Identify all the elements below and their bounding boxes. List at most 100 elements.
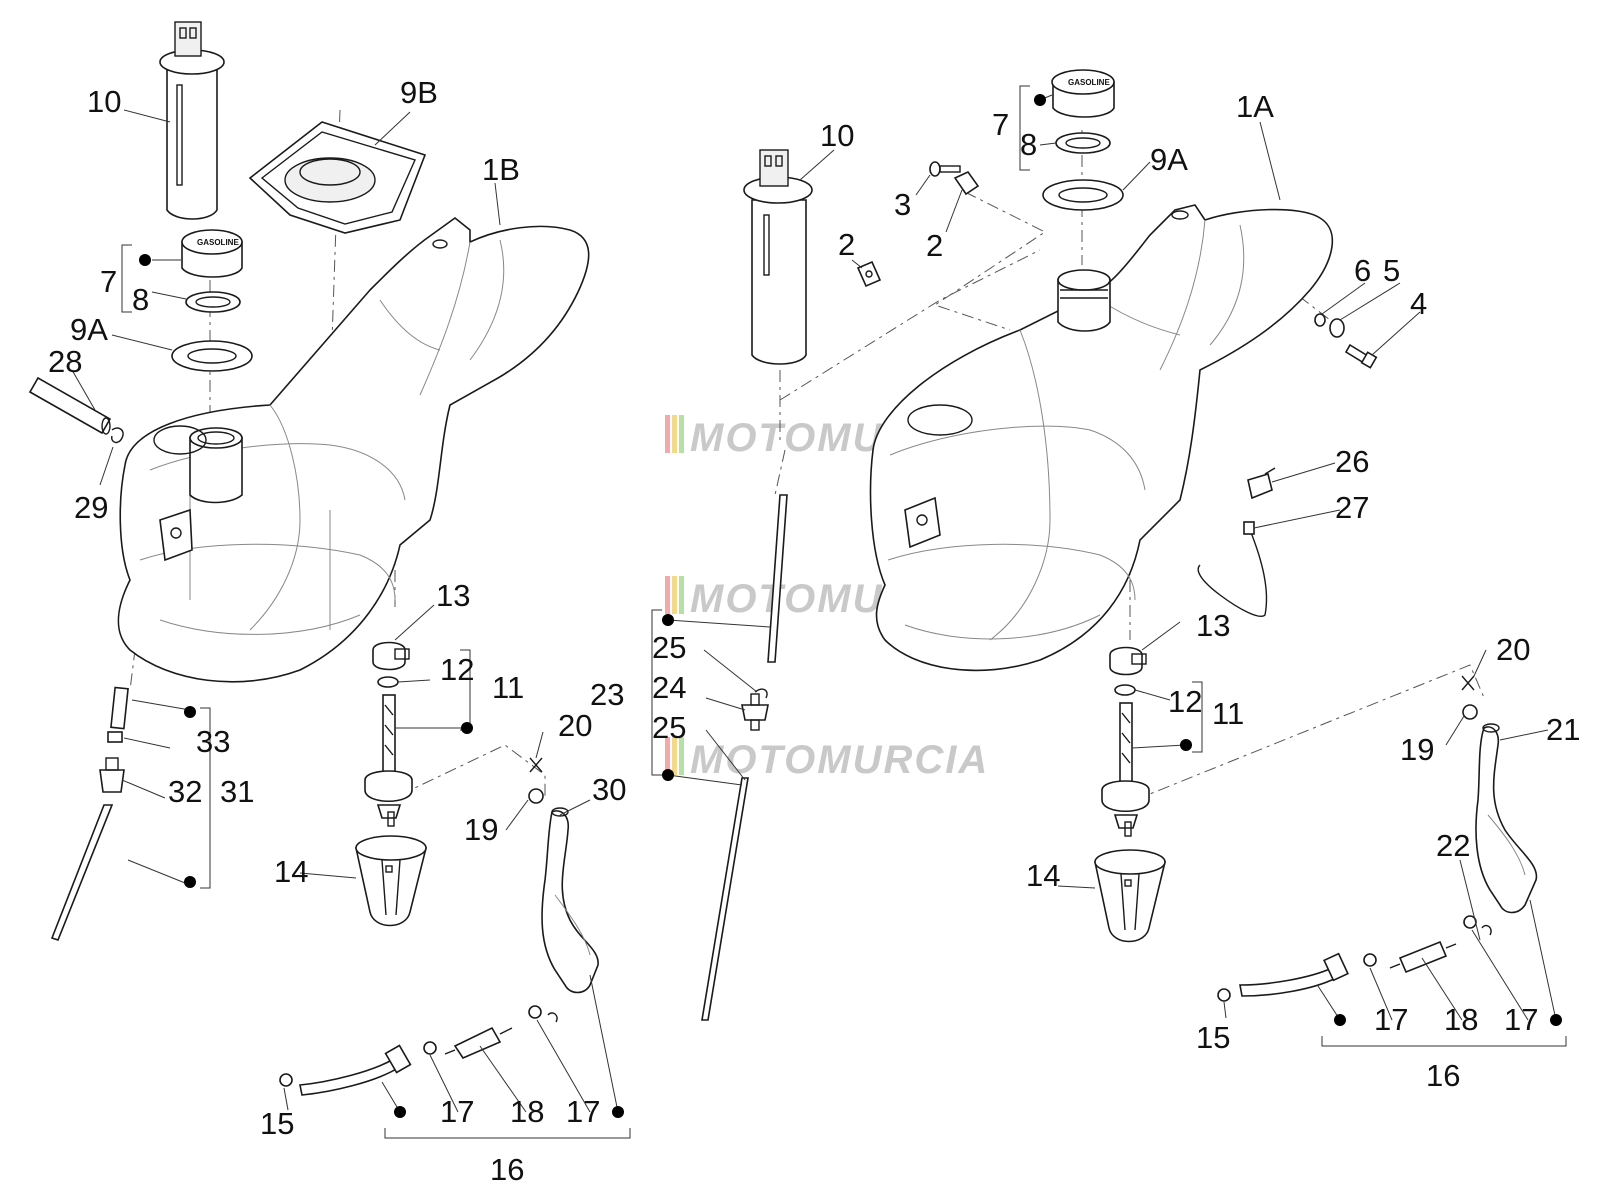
- tank-filler-threads: [1060, 289, 1108, 299]
- label-2: 2: [926, 228, 943, 263]
- label-17: 17: [1504, 1002, 1538, 1037]
- label-13: 13: [436, 578, 470, 613]
- gasket-outer: [1055, 132, 1111, 154]
- tank-contour: [887, 543, 1136, 601]
- left-assembly: GASOLINE: [28, 21, 631, 1187]
- label-10: 10: [87, 84, 121, 119]
- pump-stem: [1119, 702, 1133, 784]
- cap-top: [181, 229, 243, 255]
- cable-tie-27: [1197, 521, 1268, 617]
- o-ring-12-right: [1114, 684, 1136, 696]
- watermark-bottom: MOTOMURCIA: [665, 737, 987, 782]
- marker-dot: [184, 706, 196, 718]
- label-30: 30: [592, 772, 626, 807]
- marker-dot: [461, 722, 473, 734]
- tray-well-opening: [299, 158, 361, 186]
- sender-tube: [166, 69, 218, 220]
- clip-19: [528, 788, 544, 804]
- pump-nozzle: [1124, 821, 1132, 837]
- tank-contour: [904, 614, 1101, 640]
- filter-nipples: [444, 1027, 513, 1055]
- tank-bracket-hole: [916, 514, 928, 526]
- clip-15: [279, 1073, 293, 1087]
- clip-ring: [528, 788, 544, 804]
- tie-strap: [1197, 529, 1268, 617]
- label-20: 20: [1496, 632, 1530, 667]
- hose-end: [1482, 723, 1500, 733]
- hose-lower: [701, 777, 749, 1021]
- sender-pin: [189, 27, 197, 39]
- pump-stem: [382, 694, 396, 776]
- label-26: 26: [1335, 444, 1369, 479]
- clip-15: [1217, 988, 1231, 1002]
- tank-body: [869, 204, 1334, 672]
- label-21: 21: [1546, 712, 1580, 747]
- label-7: 7: [992, 107, 1009, 142]
- label-10: 10: [820, 118, 854, 153]
- clip-body: [1461, 675, 1475, 691]
- clamp-17: [1363, 953, 1377, 967]
- tray-inner-rim: [260, 131, 416, 225]
- labels-left: 10 9B 1B 7 8 9A 28 29 13 12 11 33 32 31 …: [48, 75, 626, 1187]
- washer-5: [1329, 318, 1345, 338]
- sender-slot: [763, 214, 770, 276]
- label-8: 8: [1020, 127, 1037, 162]
- label-14: 14: [274, 854, 308, 889]
- marker-dot: [612, 1106, 624, 1118]
- clip-body: [529, 757, 543, 773]
- filler-tray-9b: [248, 121, 427, 234]
- marker-dots-left: [139, 254, 624, 1118]
- clamp-17: [423, 1041, 437, 1055]
- labels-center: 10 23 25 24 25: [590, 118, 854, 745]
- cap-top: [1051, 69, 1115, 95]
- label-15: 15: [260, 1106, 294, 1141]
- o-ring-12: [377, 676, 399, 688]
- label-22: 22: [1436, 828, 1470, 863]
- label-19: 19: [1400, 732, 1434, 767]
- label-3: 3: [894, 187, 911, 222]
- clip-body: [856, 260, 882, 288]
- filter-14: [355, 835, 428, 927]
- clip-19-right: [1462, 704, 1478, 720]
- label-4: 4: [1410, 286, 1427, 321]
- filter-top: [355, 835, 427, 861]
- tank-contour: [159, 614, 361, 635]
- sender-slot: [176, 84, 183, 186]
- filter-top: [1094, 849, 1166, 875]
- fuel-tank-1a: [869, 204, 1334, 672]
- filter-window: [385, 865, 393, 873]
- sender-tube: [751, 199, 807, 365]
- clamp-17: [528, 1005, 542, 1019]
- label-18: 18: [1444, 1002, 1478, 1037]
- fuel-level-sender-10: [159, 21, 225, 220]
- label-28: 28: [48, 344, 82, 379]
- tank-filler-neck-opening: [197, 431, 235, 445]
- pump-stem-ribs: [384, 704, 394, 756]
- fuel-cap-7-right: GASOLINE: [1051, 69, 1115, 118]
- filter-ribs: [1120, 873, 1140, 931]
- gasket-8-right: [1055, 132, 1111, 154]
- hose-sleeve: [1323, 952, 1349, 982]
- hose-clamp-13: [372, 641, 410, 671]
- tank-filler-neck: [189, 437, 243, 504]
- hose-end: [551, 807, 569, 817]
- valve-24-top: [750, 693, 760, 706]
- clamp-band: [1109, 646, 1143, 676]
- label-32: 32: [168, 774, 202, 809]
- clip-tab: [1264, 467, 1276, 475]
- cable-clip-26: [1247, 467, 1276, 500]
- tank-bracket-hole: [170, 527, 182, 539]
- fuel-filter-18: [1398, 940, 1448, 974]
- bushing: [1314, 313, 1326, 327]
- label-13: 13: [1196, 608, 1230, 643]
- marker-dot: [662, 614, 674, 626]
- valve-24-bottom: [750, 719, 760, 731]
- clip-25: [754, 688, 768, 699]
- sender-pin: [179, 27, 187, 39]
- drain-valve-32: [99, 769, 125, 793]
- filter-body: [1094, 861, 1167, 943]
- label-18: 18: [510, 1094, 544, 1129]
- filter-nipples: [1389, 943, 1457, 969]
- clip-20-right: [1461, 675, 1475, 691]
